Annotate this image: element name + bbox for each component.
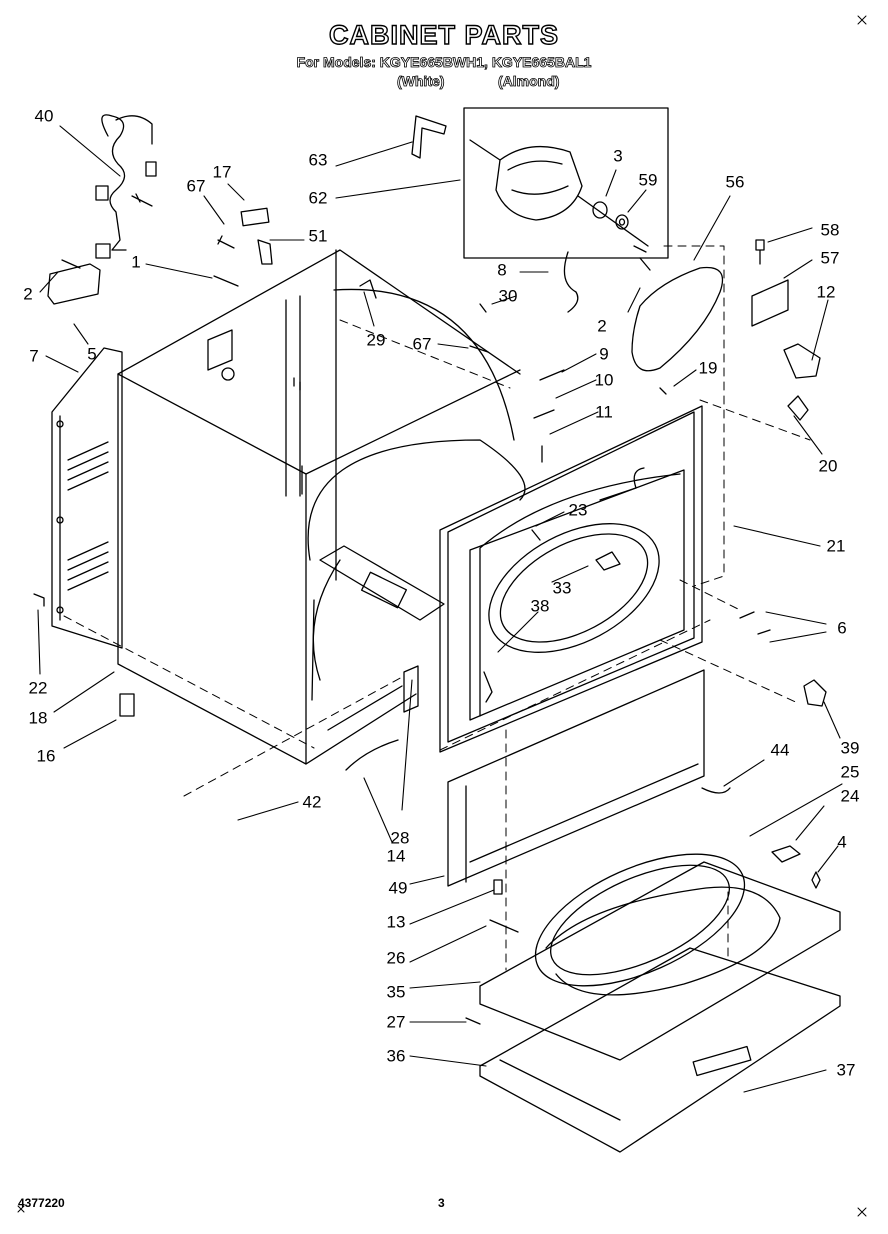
top-plate <box>480 827 840 1060</box>
callout-36: 36 <box>386 1046 406 1066</box>
callout-23: 23 <box>568 500 588 520</box>
drive-belt <box>632 268 723 371</box>
front-panel <box>440 406 702 752</box>
callout-2: 2 <box>597 316 607 336</box>
callout-38: 38 <box>530 596 550 616</box>
corner-marks <box>18 16 866 1216</box>
callout-21: 21 <box>826 536 846 556</box>
variant-almond: (Almond) <box>498 73 560 90</box>
callout-51: 51 <box>308 226 328 246</box>
callout-27: 27 <box>386 1012 406 1032</box>
callout-16: 16 <box>36 746 56 766</box>
callout-4: 4 <box>837 832 847 852</box>
callout-14: 14 <box>386 846 406 866</box>
motor-bracket <box>412 116 446 158</box>
callout-12: 12 <box>816 282 836 302</box>
callout-1: 1 <box>131 252 141 272</box>
variant-white: (White) <box>397 73 445 90</box>
callout-40: 40 <box>34 106 54 126</box>
rear-panel <box>52 348 122 648</box>
small-parts-top-left <box>48 194 272 304</box>
callout-39: 39 <box>840 738 860 758</box>
callout-37: 37 <box>836 1060 856 1080</box>
model-numbers: For Models: KGYE665BWH1, KGYE665BAL1 <box>296 54 592 71</box>
callout-26: 26 <box>386 948 406 968</box>
toe-panel <box>448 670 704 886</box>
callout-19: 19 <box>698 358 718 378</box>
callout-63: 63 <box>308 150 328 170</box>
callout-35: 35 <box>386 982 406 1002</box>
callout-29: 29 <box>366 330 386 350</box>
power-cord <box>96 115 156 258</box>
leader-lines <box>38 126 842 1092</box>
callout-56: 56 <box>725 172 745 192</box>
callout-8: 8 <box>497 260 507 280</box>
callout-42: 42 <box>302 792 322 812</box>
callout-9: 9 <box>599 344 609 364</box>
callout-13: 13 <box>386 912 406 932</box>
callout-10: 10 <box>594 370 614 390</box>
callout-3: 3 <box>613 146 623 166</box>
callout-5: 5 <box>87 344 97 364</box>
doc-number: 4377220 <box>18 1196 65 1210</box>
callout-33: 33 <box>552 578 572 598</box>
callout-30: 30 <box>498 286 518 306</box>
callout-57: 57 <box>820 248 840 268</box>
main-cabinet <box>118 250 525 764</box>
callout-59: 59 <box>638 170 658 190</box>
callout-67: 67 <box>412 334 432 354</box>
callout-58: 58 <box>820 220 840 240</box>
callout-18: 18 <box>28 708 48 728</box>
callout-2: 2 <box>23 284 33 304</box>
callout-62: 62 <box>308 188 328 208</box>
callout-44: 44 <box>770 740 790 760</box>
dashed-guides <box>64 246 810 970</box>
page-number: 3 <box>438 1196 445 1210</box>
bottom-plate <box>480 948 840 1152</box>
motor-inset <box>464 108 668 258</box>
callout-7: 7 <box>29 346 39 366</box>
callout-20: 20 <box>818 456 838 476</box>
callout-6: 6 <box>837 618 847 638</box>
callout-22: 22 <box>28 678 48 698</box>
callout-49: 49 <box>388 878 408 898</box>
callout-11: 11 <box>595 402 613 422</box>
callout-25: 25 <box>840 762 860 782</box>
callout-17: 17 <box>212 162 232 182</box>
callout-24: 24 <box>840 786 860 806</box>
callout-28: 28 <box>390 828 410 848</box>
diagram-title: CABINET PARTS <box>328 19 559 50</box>
callout-67: 67 <box>186 176 206 196</box>
small-parts-right <box>34 240 826 1024</box>
